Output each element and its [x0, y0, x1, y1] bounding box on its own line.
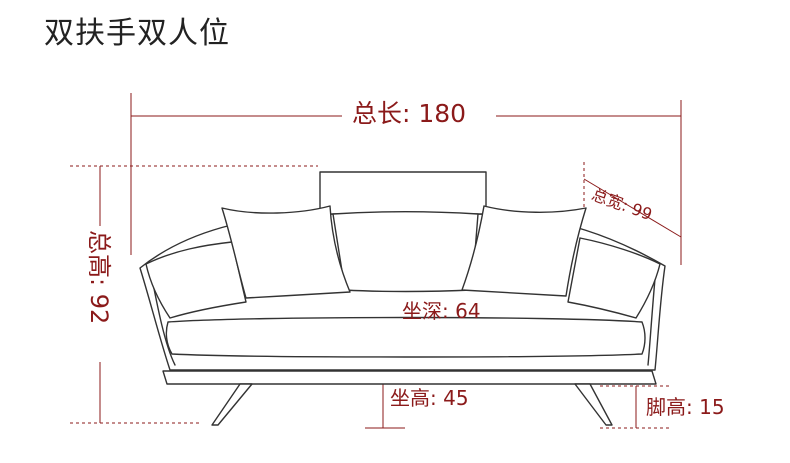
total-height-label: 总高: 92 — [85, 230, 113, 325]
leg-right — [574, 383, 613, 426]
pillow-right — [461, 205, 587, 297]
sofa-base — [162, 370, 657, 385]
seat-depth-label: 坐深: 64 — [402, 299, 481, 323]
seat-cushion — [165, 316, 646, 358]
page-title: 双扶手双人位 — [44, 16, 230, 51]
pillow-left — [221, 205, 351, 299]
total-depth-label-wrap: 总宽: 99 — [589, 181, 660, 224]
back-cushion-center — [332, 211, 479, 293]
depth-line — [583, 178, 682, 238]
seat-height-label: 坐高: 45 — [390, 386, 469, 410]
total-height-label-wrap: 总高: 92 — [79, 230, 119, 360]
back-cushion-top — [319, 171, 487, 215]
arm-cushion-right — [567, 237, 661, 319]
leg-left — [211, 383, 253, 426]
leg-height-label: 脚高: 15 — [646, 395, 725, 419]
total-length-label: 总长: 180 — [352, 99, 467, 128]
arm-cushion-left — [145, 241, 247, 319]
